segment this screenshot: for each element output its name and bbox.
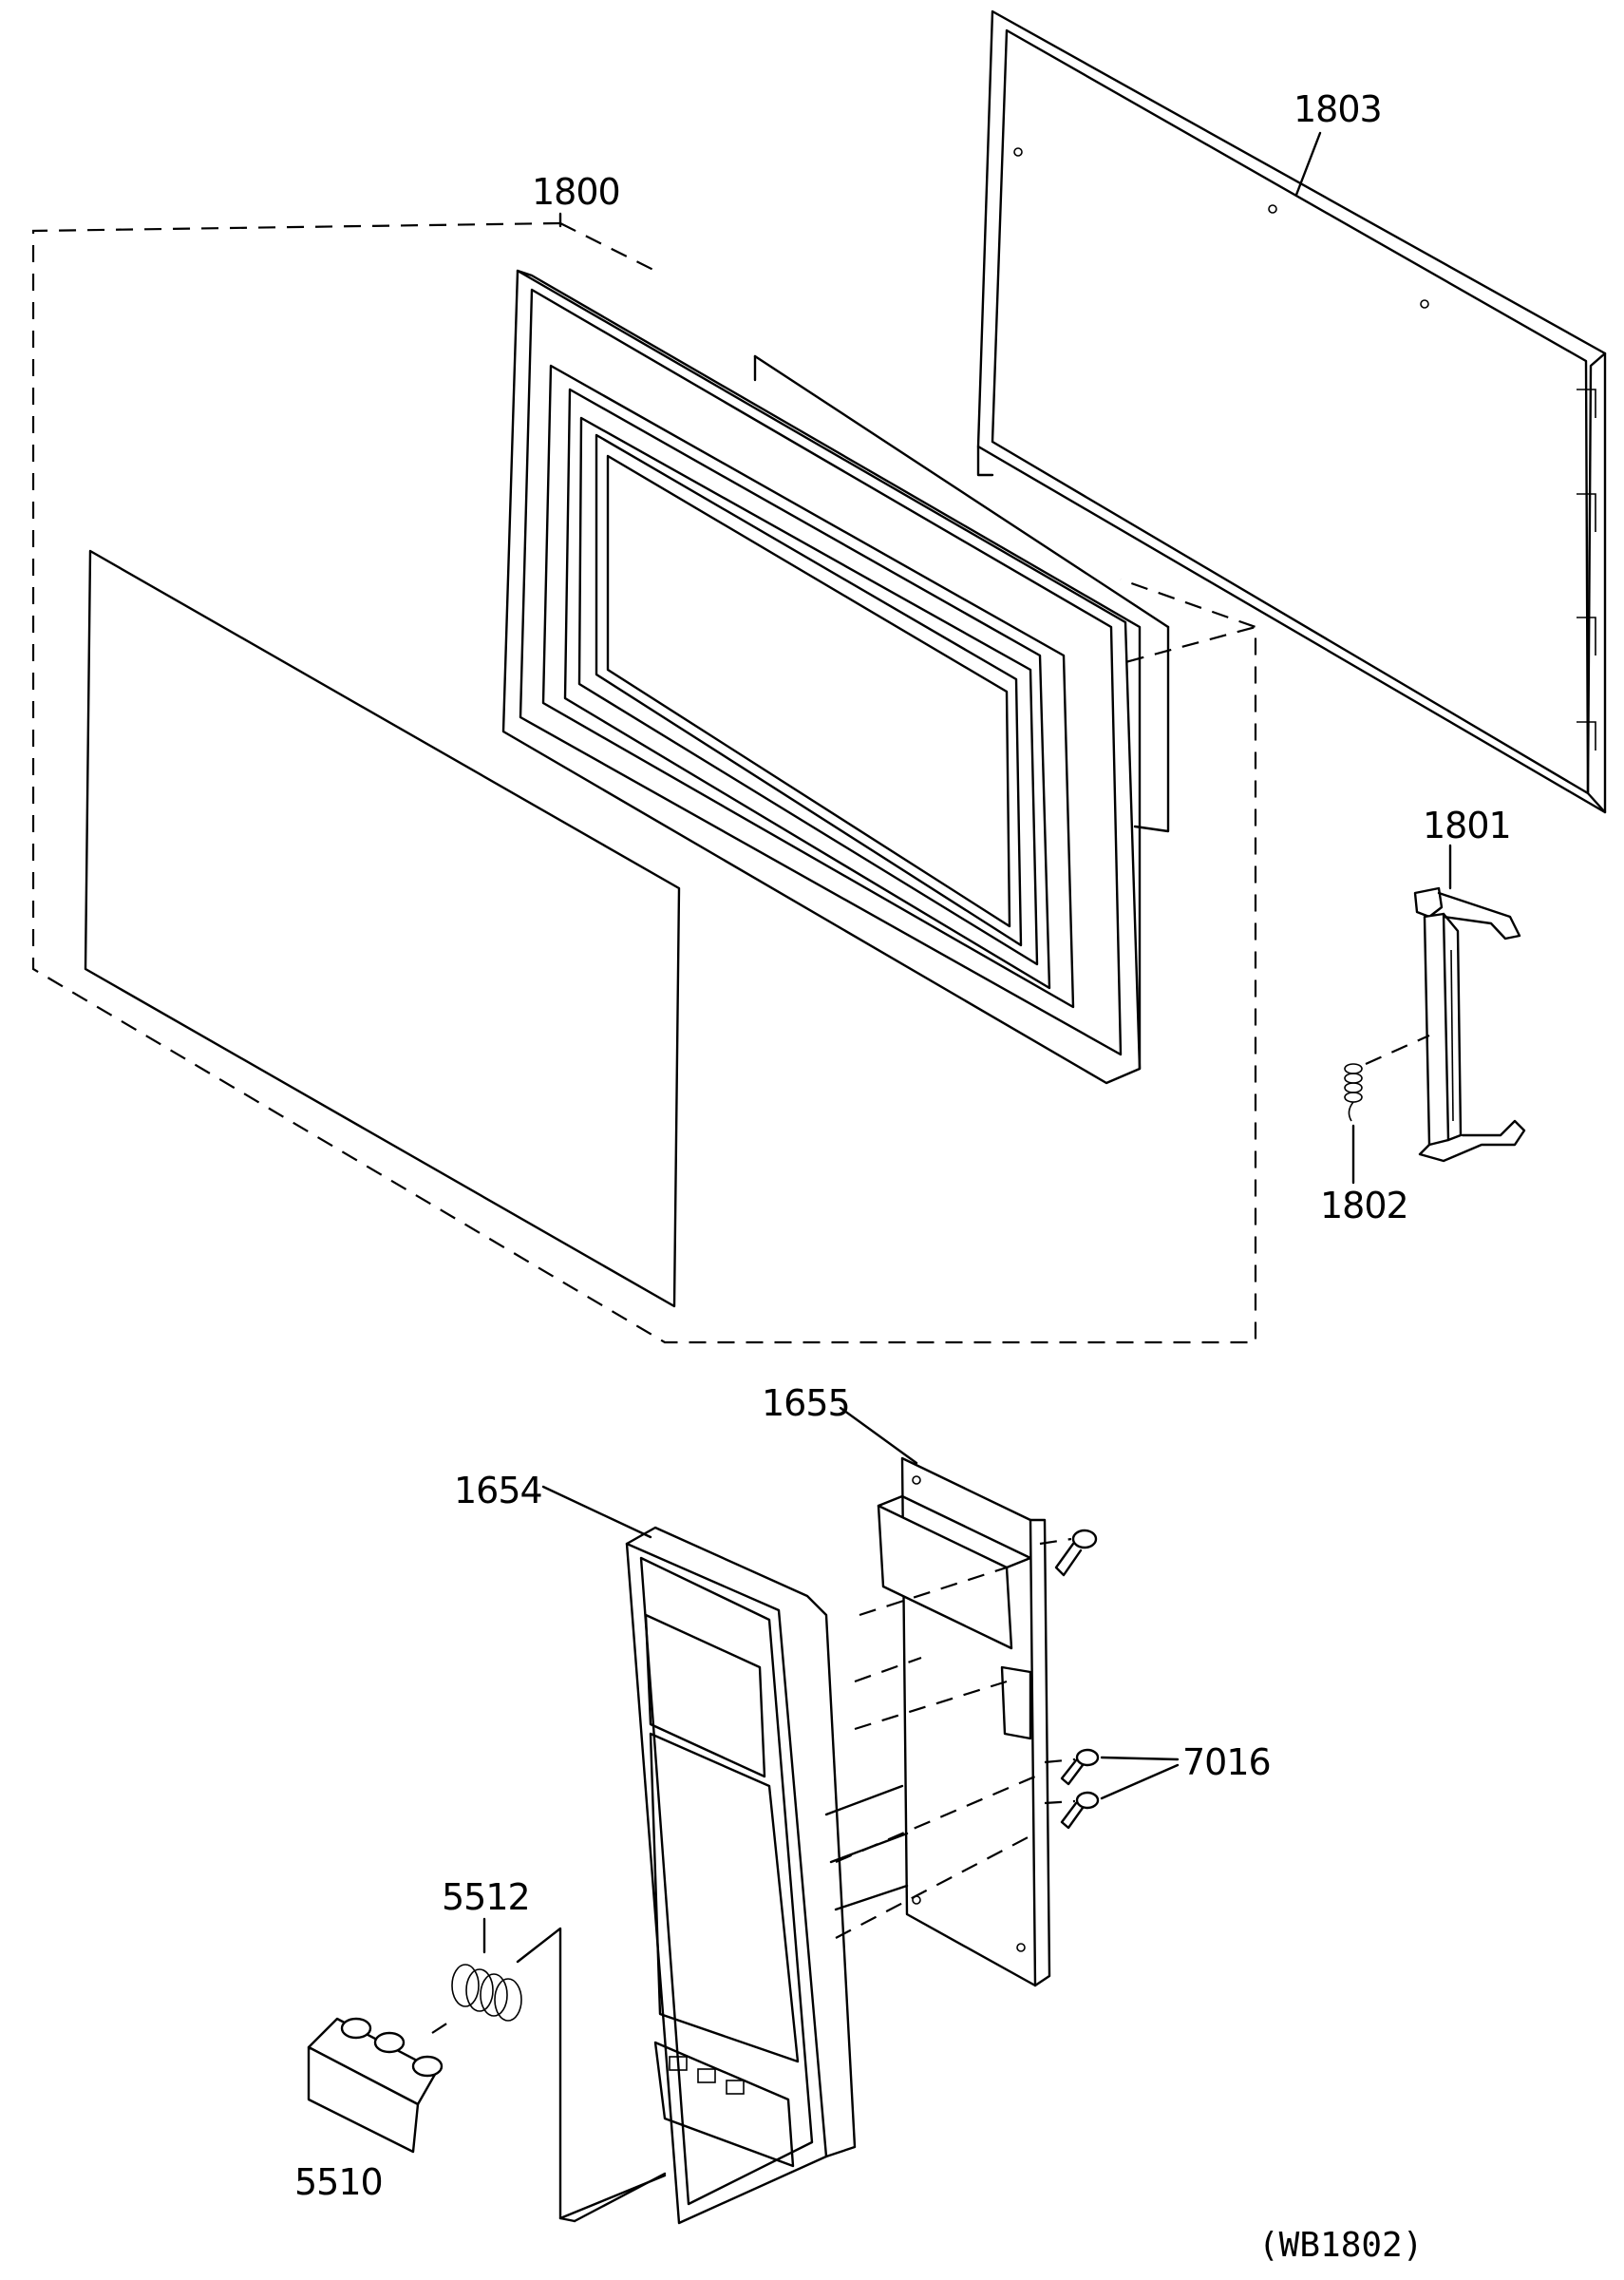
door-seal-frame [976, 10, 1607, 814]
label-1802: 1802 [1320, 1185, 1408, 1226]
screw-mid [1060, 1748, 1100, 1786]
label-7016: 7016 [1182, 1741, 1271, 1783]
control-panel [625, 1526, 909, 2225]
label-5512: 5512 [442, 1876, 530, 1918]
label-5510: 5510 [294, 2161, 383, 2203]
label-1803: 1803 [1294, 88, 1382, 130]
control-bracket [877, 1456, 1051, 1987]
part-labels: 1800 1803 1801 1802 1655 1654 7016 5512 … [294, 88, 1512, 2265]
label-1654: 1654 [454, 1470, 542, 1511]
door-glass-panel [84, 549, 681, 1308]
screw-top [1054, 1529, 1098, 1577]
label-1801: 1801 [1423, 805, 1511, 846]
screw-low [1060, 1791, 1100, 1830]
figure-code: (WB1802) [1258, 2226, 1423, 2265]
door-frame [501, 269, 1170, 1085]
screws [1054, 1529, 1100, 1830]
latch-hook [1413, 886, 1526, 1163]
label-1655: 1655 [762, 1382, 850, 1424]
push-button [307, 2017, 455, 2154]
leader-lines [516, 131, 1452, 2223]
label-1800: 1800 [532, 171, 620, 213]
latch-spring [1344, 1034, 1430, 1122]
button-spring [451, 1917, 522, 2022]
